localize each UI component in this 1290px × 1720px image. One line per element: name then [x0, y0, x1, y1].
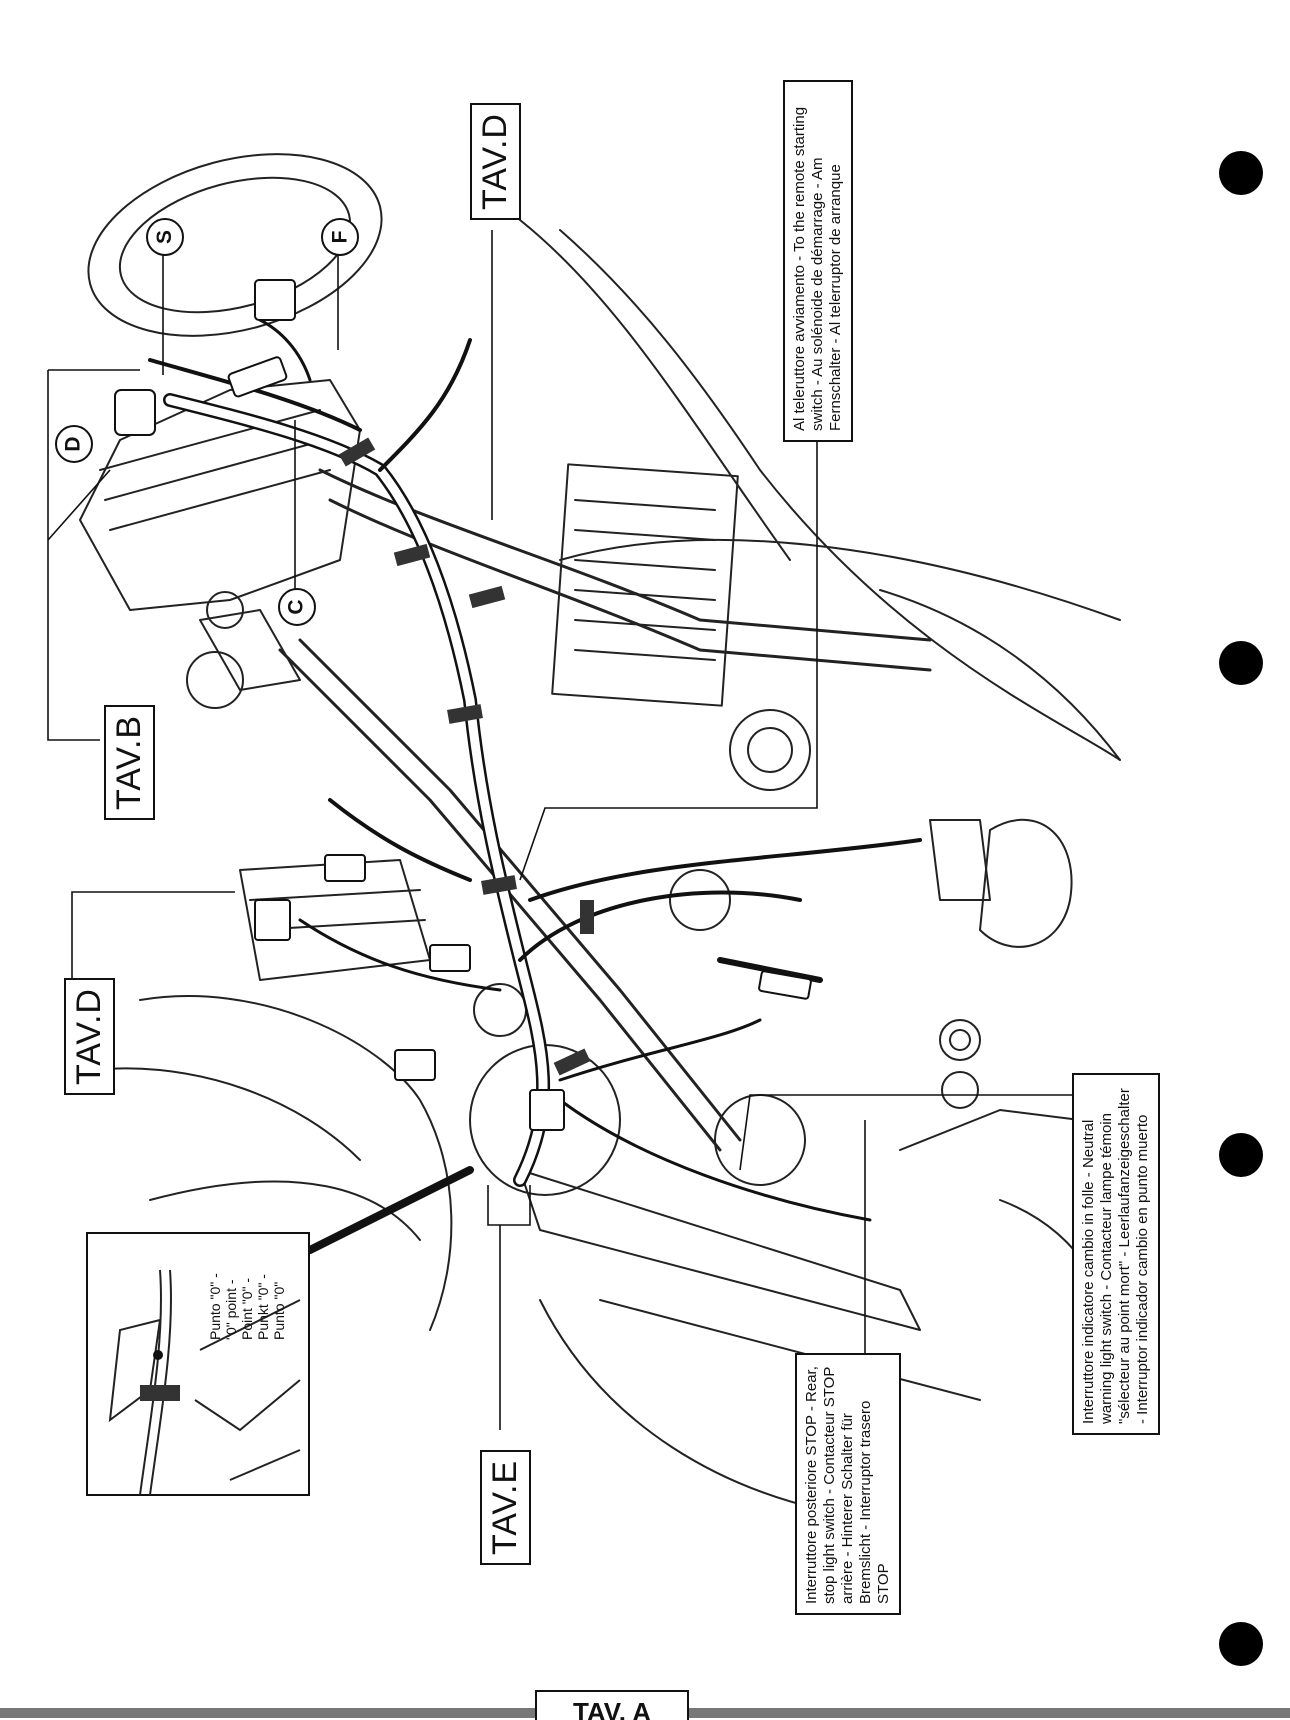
frame-tube-lower	[278, 648, 722, 1152]
binder-hole-4	[1219, 1622, 1263, 1666]
air-filter-housing	[87, 153, 383, 337]
binder-hole-2	[1219, 641, 1263, 685]
note-neutral-switch: Interruttore indicatore cambio in folle …	[1072, 1073, 1160, 1435]
tav-e-label: TAV.E	[480, 1449, 531, 1565]
binder-hole-3	[1219, 1133, 1263, 1177]
tav-d-left-label: TAV.D	[64, 978, 115, 1095]
callout-d: D	[55, 425, 93, 463]
leader-lines	[47, 230, 1072, 1430]
callout-s: S	[146, 218, 184, 256]
note-rear-stop-switch: Interruttore posteriore STOP - Rear, sto…	[795, 1353, 901, 1615]
note-remote-starting-switch: Al teleruttore avviamento - To the remot…	[783, 80, 853, 442]
callout-f: F	[321, 218, 359, 256]
frame-tube-upper	[318, 468, 932, 642]
harness-clamps	[338, 437, 594, 1076]
connectors	[114, 279, 812, 1131]
callout-c: C	[278, 588, 316, 626]
page-tab-label: TAV. A	[535, 1690, 689, 1720]
tav-b-label: TAV.B	[104, 704, 155, 820]
control-unit	[551, 463, 739, 707]
inset-point-zero-text: Punto "0" -"0" point -Point "0" -Punkt "…	[207, 1273, 287, 1340]
binder-hole-1	[1219, 151, 1263, 195]
inset-detail-box	[86, 1232, 310, 1496]
main-harness	[148, 318, 922, 1222]
tav-d-top-label: TAV.D	[470, 103, 521, 220]
fuel-tank-outline	[559, 229, 1121, 761]
